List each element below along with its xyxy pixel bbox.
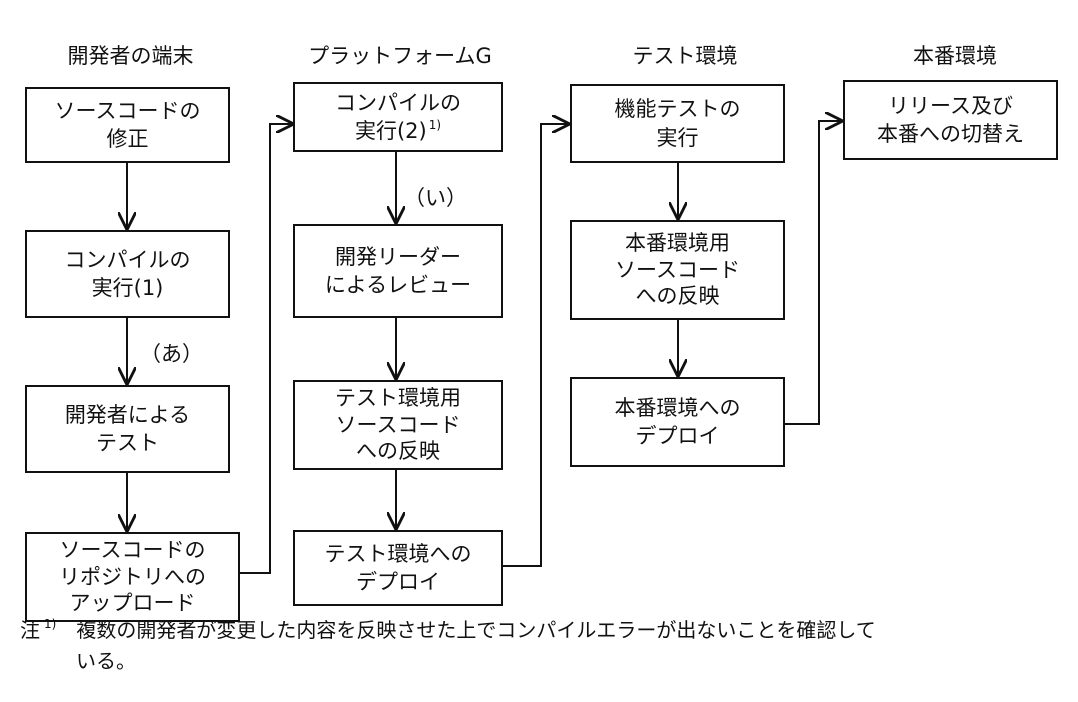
box-compile-2-text: コンパイルの 実行(2)1) [335,90,461,143]
column-title-test-env: テスト環境 [632,44,738,68]
box-release-switch-text: リリース及び 本番への切替え [877,93,1024,146]
box-test-deploy: テスト環境への デプロイ [293,530,503,606]
box-leader-review: 開発リーダー によるレビュー [293,224,503,318]
arrow-upload-to-pf-compile [240,124,292,574]
arrow-pf-deploy-to-func-test [502,124,568,567]
box-compile-1-text: コンパイルの 実行(1) [64,247,191,300]
box-prod-deploy: 本番環境への デプロイ [570,377,785,467]
box-prod-source-reflect: 本番環境用 ソースコード への反映 [570,220,785,320]
label-i: （い） [404,186,467,210]
box-prod-deploy-text: 本番環境への デプロイ [614,395,741,448]
column-title-prod-env: 本番環境 [913,44,997,68]
box-repository-upload-text: ソースコードの リポジトリへの アップロード [59,537,206,616]
box-functional-test-text: 機能テストの 実行 [614,97,741,150]
box-compile-1: コンパイルの 実行(1) [25,230,230,318]
footnote-text-1: 複数の開発者が変更した内容を反映させた上でコンパイルエラーが出ないことを確認して [76,618,876,642]
column-title-platform-g: プラットフォームG [308,44,492,68]
box-test-deploy-text: テスト環境への デプロイ [324,541,472,594]
footnote-line-2: いる。 [76,649,136,673]
box-prod-source-reflect-text: 本番環境用 ソースコード への反映 [615,230,740,309]
box-source-code-edit-text: ソースコードの 修正 [54,98,201,151]
box-test-source-reflect-text: テスト環境用 ソースコード への反映 [335,385,461,464]
label-a: （あ） [140,342,203,366]
box-release-switch: リリース及び 本番への切替え [843,80,1058,160]
box-developer-test-text: 開発者による テスト [64,402,191,455]
footnote-prefix: 注 [20,618,40,642]
box-compile-2: コンパイルの 実行(2)1) [293,82,503,152]
box-source-code-edit: ソースコードの 修正 [25,87,230,163]
footnote-ref: 1) [44,617,57,631]
box-functional-test: 機能テストの 実行 [570,84,785,163]
footnote-line-1: 注 1) 複数の開発者が変更した内容を反映させた上でコンパイルエラーが出ないことを確… [20,615,876,646]
box-test-source-reflect: テスト環境用 ソースコード への反映 [293,380,503,470]
footnote: 注 1) 複数の開発者が変更した内容を反映させた上でコンパイルエラーが出ないことを確… [20,615,876,677]
box-repository-upload: ソースコードの リポジトリへの アップロード [25,532,240,622]
note-reference-mark: 1) [428,118,442,132]
column-title-developer: 開発者の端末 [67,44,194,68]
box-developer-test: 開発者による テスト [25,385,230,473]
box-leader-review-text: 開発リーダー によるレビュー [324,244,472,297]
arrow-prod-deploy-to-release [785,121,841,425]
